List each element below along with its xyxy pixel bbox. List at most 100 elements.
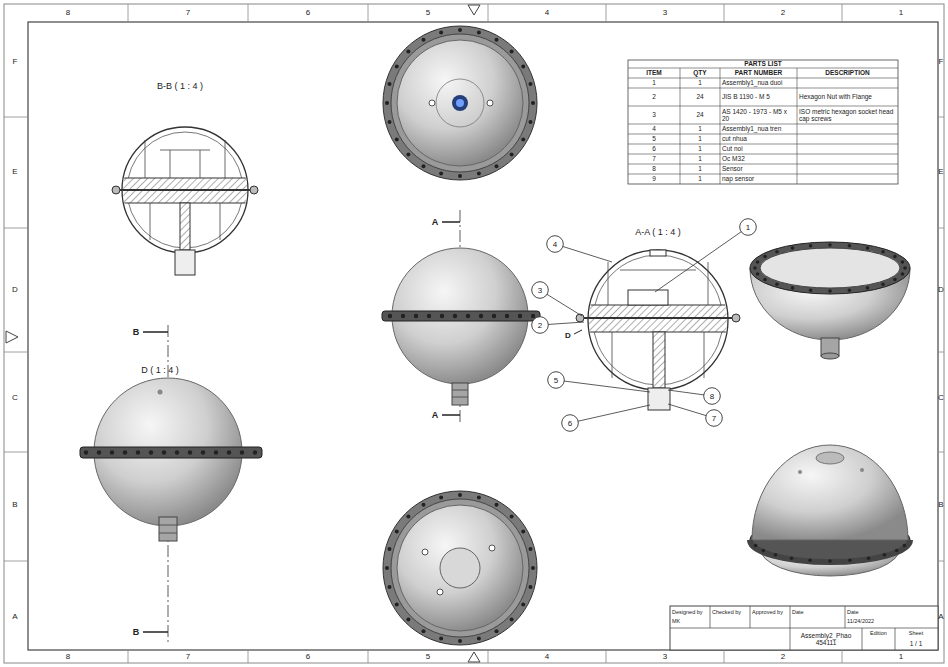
bolt-head: [866, 286, 870, 290]
zone-letter: C: [9, 392, 21, 404]
table-cell: 4: [630, 124, 678, 134]
title-value: 11/24/2022: [847, 617, 897, 626]
zone-letter-text: B: [938, 500, 943, 509]
zone-number: 2: [777, 652, 789, 662]
drawing-name: Assembly2_Phao 454111: [791, 630, 861, 648]
zone-letter: A: [937, 611, 945, 623]
table-cell-text: Oc M32: [722, 155, 745, 162]
bolt-head: [791, 246, 795, 250]
flange: [750, 242, 910, 294]
bolt-head: [521, 530, 525, 534]
table-cell-text: nap sensor: [722, 175, 754, 182]
section-mark: [143, 331, 168, 333]
table-header: QTY: [680, 68, 720, 78]
section-mark: [442, 414, 460, 416]
zone-letter-text: E: [938, 167, 943, 176]
bolt-head: [110, 450, 114, 454]
sphere: [397, 40, 523, 166]
zone-number-text: 4: [545, 8, 549, 17]
table-cell-text: Hexagon Nut with Flange: [799, 93, 872, 100]
table-cell-text: 7: [652, 155, 656, 162]
view-arrow: [574, 330, 582, 334]
callout-balloon: 5: [547, 371, 565, 389]
bolt-head: [479, 314, 483, 318]
table-cell-text: Sensor: [722, 165, 743, 172]
table-header: PART NUMBER: [720, 68, 797, 78]
sheet-number: 1 / 1: [896, 638, 936, 649]
zone-tick: [724, 650, 725, 663]
title-field: Designed by: [672, 608, 709, 616]
table-cell-text: 4: [652, 125, 656, 132]
bolt-head: [406, 514, 410, 518]
title-field: Date: [792, 608, 842, 616]
bolt-head: [227, 450, 231, 454]
bolt-head: [466, 314, 470, 318]
bolt-knob: [112, 186, 120, 194]
bolt-head: [414, 314, 418, 318]
bolt-head: [495, 164, 499, 168]
bolt-head: [387, 585, 391, 589]
view-letter-text: D: [565, 331, 571, 340]
bolt-head: [790, 556, 794, 560]
zone-tick: [4, 452, 28, 453]
bolt-head: [458, 28, 462, 32]
bolt-head: [510, 618, 514, 622]
table-cell-text: 1: [698, 135, 702, 142]
zone-letter: E: [9, 166, 21, 178]
table-cell: Assembly1_nua tren: [722, 124, 795, 134]
bolt-head: [495, 503, 499, 507]
table-cell-text: JIS B 1190 - M 5: [722, 93, 770, 100]
bolt-head: [774, 553, 778, 557]
table-rule: [628, 106, 898, 107]
table-cell: 7: [630, 154, 678, 164]
table-header-text: PART NUMBER: [735, 69, 783, 76]
zone-letter-text: B: [12, 500, 17, 509]
table-cell: nap sensor: [722, 174, 795, 184]
title-block: [670, 606, 938, 650]
zone-letter-text: C: [12, 393, 18, 402]
callout-balloon: 4: [546, 235, 564, 253]
flange-ring: [391, 34, 529, 172]
title-field: Date: [847, 608, 897, 616]
bolt-head: [848, 244, 852, 248]
zone-tick: [4, 117, 28, 118]
table-cell-text: 1: [698, 79, 702, 86]
zone-number: 3: [659, 7, 671, 19]
table-cell: Sensor: [722, 164, 795, 174]
bolt-head: [387, 82, 391, 86]
bolt-head: [881, 250, 885, 254]
bolt-head: [188, 450, 192, 454]
drawing-name-text: Assembly2_Phao 454111: [791, 632, 861, 647]
callout-balloon: 8: [703, 387, 721, 405]
callout-balloon: 3: [531, 281, 549, 299]
zone-tick: [488, 4, 489, 22]
table-title-text: PARTS LIST: [744, 60, 781, 67]
table-cell: 2: [630, 88, 678, 106]
zone-number: 4: [541, 7, 553, 19]
boss: [821, 353, 839, 359]
title-field: Edition: [863, 629, 894, 637]
table-cell-text: 24: [696, 111, 703, 118]
bolt-head: [422, 629, 426, 633]
bolt-head: [385, 566, 389, 570]
bolt-head: [809, 244, 813, 248]
bolt-head: [458, 639, 462, 643]
bolt-head: [162, 450, 166, 454]
hole: [860, 468, 864, 472]
hole: [798, 470, 802, 474]
section-mark: [442, 221, 460, 223]
table-cell: 1: [682, 164, 718, 174]
flange: [750, 540, 910, 562]
section-letter: A: [430, 216, 440, 228]
sensor-cap: [650, 250, 666, 256]
zone-number: 3: [659, 652, 671, 662]
section-letter: A: [430, 409, 440, 421]
bolt-head: [881, 282, 885, 286]
zone-number-text: 6: [306, 8, 310, 17]
inner-frame: [28, 22, 938, 650]
zone-tick: [128, 4, 129, 22]
table-rule: [628, 164, 898, 165]
zone-number: 7: [182, 652, 194, 662]
bolt-head: [828, 289, 832, 293]
